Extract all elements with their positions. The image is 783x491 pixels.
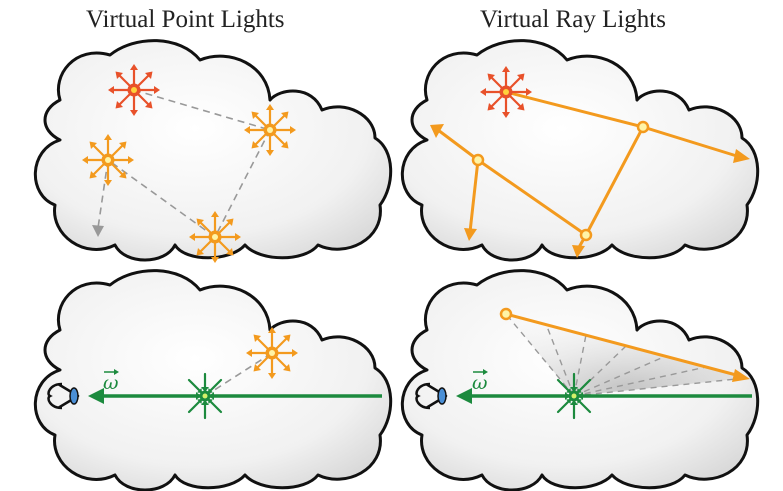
virtual-point-light-icon <box>242 102 298 158</box>
virtual-point-light-icon <box>80 132 136 188</box>
cloud-top-right <box>400 39 760 262</box>
ray-vertex-icon <box>471 120 650 242</box>
omega-vector-head <box>114 369 119 375</box>
camera-ray <box>88 388 382 404</box>
title-virtual-ray-lights: Virtual Ray Lights <box>480 6 666 33</box>
primary-light-icon <box>478 64 534 120</box>
sensor-point-icon <box>181 372 229 420</box>
paths-top-left <box>97 89 271 238</box>
sensor-point-icon <box>550 372 598 420</box>
ray-origin-icon <box>499 307 513 321</box>
cloud-bottom-left <box>33 269 393 491</box>
virtual-point-light-icon <box>244 325 300 381</box>
omega-label: ω <box>103 372 119 394</box>
rays-top-right <box>430 90 750 258</box>
virtual-ray <box>505 312 750 382</box>
virtual-point-light-icon <box>187 209 243 265</box>
omega-vector-head <box>483 369 488 375</box>
connection-dashed <box>204 352 273 397</box>
primary-light-icon <box>106 62 162 118</box>
omega-label: ω <box>472 372 488 394</box>
fan-lines <box>505 313 747 397</box>
camera-ray <box>456 388 752 404</box>
arrow-down-icon <box>92 225 104 237</box>
cloud-top-left <box>33 39 393 262</box>
title-virtual-point-lights: Virtual Point Lights <box>86 6 285 33</box>
